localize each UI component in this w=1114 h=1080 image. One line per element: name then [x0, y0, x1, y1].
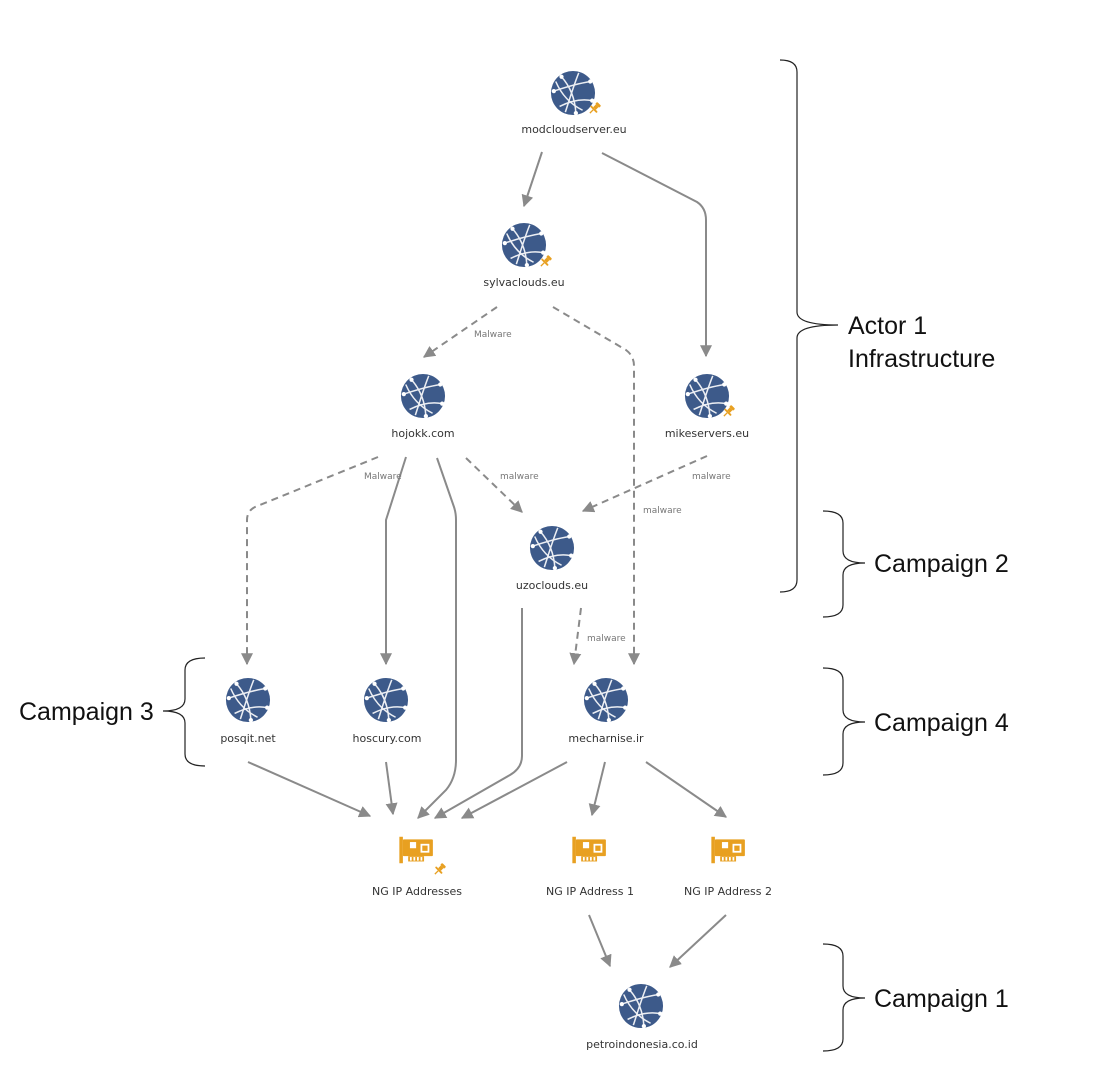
node-mecharnise[interactable]: mecharnise.ir [568, 677, 644, 745]
edge-posqit-ngip[interactable] [247, 761, 372, 818]
edge-ngip1-petro[interactable] [588, 914, 612, 968]
edge-modcloud-sylva[interactable] [521, 151, 543, 208]
edge-hojokk-uzo[interactable] [465, 457, 523, 513]
edge-label-sylva-hojokk: Malware [474, 330, 512, 340]
node-ng-ip-addresses[interactable]: NG IP Addresses [372, 836, 462, 898]
edge-uzo-mecharnise[interactable] [569, 607, 582, 666]
node-posqit[interactable]: posqit.net [220, 677, 276, 745]
node-modcloudserver[interactable]: modcloudserver.eu [521, 70, 627, 136]
group-campaign1: Campaign 1 [822, 943, 1009, 1052]
edge-label-mike-uzo: malware [692, 472, 731, 482]
globe-icon [583, 677, 629, 723]
edge-mecharnise-ngip1[interactable] [588, 761, 606, 817]
node-label: NG IP Address 2 [684, 885, 772, 898]
group-campaign3: Campaign 3 [19, 657, 206, 767]
group-actor1: Actor 1 Infrastructure [779, 59, 995, 593]
bracket-campaign1 [822, 943, 866, 1052]
group-campaign4: Campaign 4 [822, 667, 1009, 776]
globe-icon [684, 373, 730, 419]
edge-mecharnise-ngip[interactable] [460, 761, 568, 819]
node-label: hoscury.com [353, 732, 422, 745]
node-uzoclouds[interactable]: uzoclouds.eu [516, 525, 588, 592]
globe-icon [550, 70, 596, 116]
bracket-actor1 [779, 59, 839, 593]
node-hojokk[interactable]: hojokk.com [391, 373, 455, 440]
bracket-campaign4 [822, 667, 866, 776]
globe-icon [529, 525, 575, 571]
node-hoscury[interactable]: hoscury.com [353, 677, 422, 745]
edge-hojokk-posqit[interactable] [241, 456, 379, 666]
group-label-campaign1: Campaign 1 [874, 985, 1009, 1013]
pin-icon [432, 862, 447, 877]
group-label-actor1-line1: Actor 1 [848, 312, 927, 340]
group-campaign2: Campaign 2 [822, 510, 1009, 618]
edge-label-hojokk-uzo: malware [500, 472, 539, 482]
node-mikeservers[interactable]: mikeservers.eu [665, 373, 749, 440]
node-label: mecharnise.ir [568, 732, 644, 745]
network-card-icon [572, 836, 606, 864]
edge-modcloud-mike[interactable] [601, 152, 712, 358]
node-label: NG IP Addresses [372, 885, 462, 898]
group-label-actor1-line2: Infrastructure [848, 345, 995, 373]
group-label-campaign3: Campaign 3 [19, 698, 154, 726]
group-label-campaign2: Campaign 2 [874, 550, 1009, 578]
node-sylvaclouds[interactable]: sylvaclouds.eu [483, 222, 565, 289]
edge-hojokk-ngip[interactable] [417, 457, 457, 819]
node-label: uzoclouds.eu [516, 579, 588, 592]
globe-icon [400, 373, 446, 419]
node-label: petroindonesia.co.id [586, 1038, 698, 1051]
edge-sylva-mecharnise[interactable] [552, 306, 640, 666]
edge-hoscury-ngip[interactable] [385, 761, 398, 816]
edge-label-sylva-mecharnise: malware [643, 506, 682, 516]
edges [241, 151, 727, 968]
edge-sylva-hojokk[interactable] [423, 306, 498, 358]
edge-labels: Malware Malware malware malware malware … [364, 330, 731, 644]
globe-icon [225, 677, 271, 723]
edge-uzo-ngip[interactable] [433, 608, 523, 819]
edge-mike-uzo[interactable] [581, 455, 708, 513]
node-label: sylvaclouds.eu [483, 276, 564, 289]
edge-mecharnise-ngip2[interactable] [645, 761, 727, 818]
network-card-icon [711, 836, 745, 864]
node-label: modcloudserver.eu [521, 123, 626, 136]
node-label: mikeservers.eu [665, 427, 749, 440]
node-label: posqit.net [220, 732, 276, 745]
node-label: NG IP Address 1 [546, 885, 634, 898]
node-ng-ip-address-2[interactable]: NG IP Address 2 [684, 836, 772, 898]
edge-hojokk-hoscury[interactable] [380, 456, 407, 666]
node-label: hojokk.com [391, 427, 454, 440]
network-card-icon [399, 836, 433, 864]
edge-label-uzo-mecharnise: malware [587, 634, 626, 644]
node-ng-ip-address-1[interactable]: NG IP Address 1 [546, 836, 634, 898]
edge-label-hojokk-posqit: Malware [364, 472, 402, 482]
globe-icon [501, 222, 547, 268]
bracket-campaign2 [822, 510, 866, 618]
bracket-campaign3 [162, 657, 206, 767]
globe-icon [618, 983, 664, 1029]
edge-ngip2-petro[interactable] [669, 914, 727, 968]
globe-icon [363, 677, 409, 723]
group-label-campaign4: Campaign 4 [874, 709, 1009, 737]
node-petroindonesia[interactable]: petroindonesia.co.id [586, 983, 698, 1051]
